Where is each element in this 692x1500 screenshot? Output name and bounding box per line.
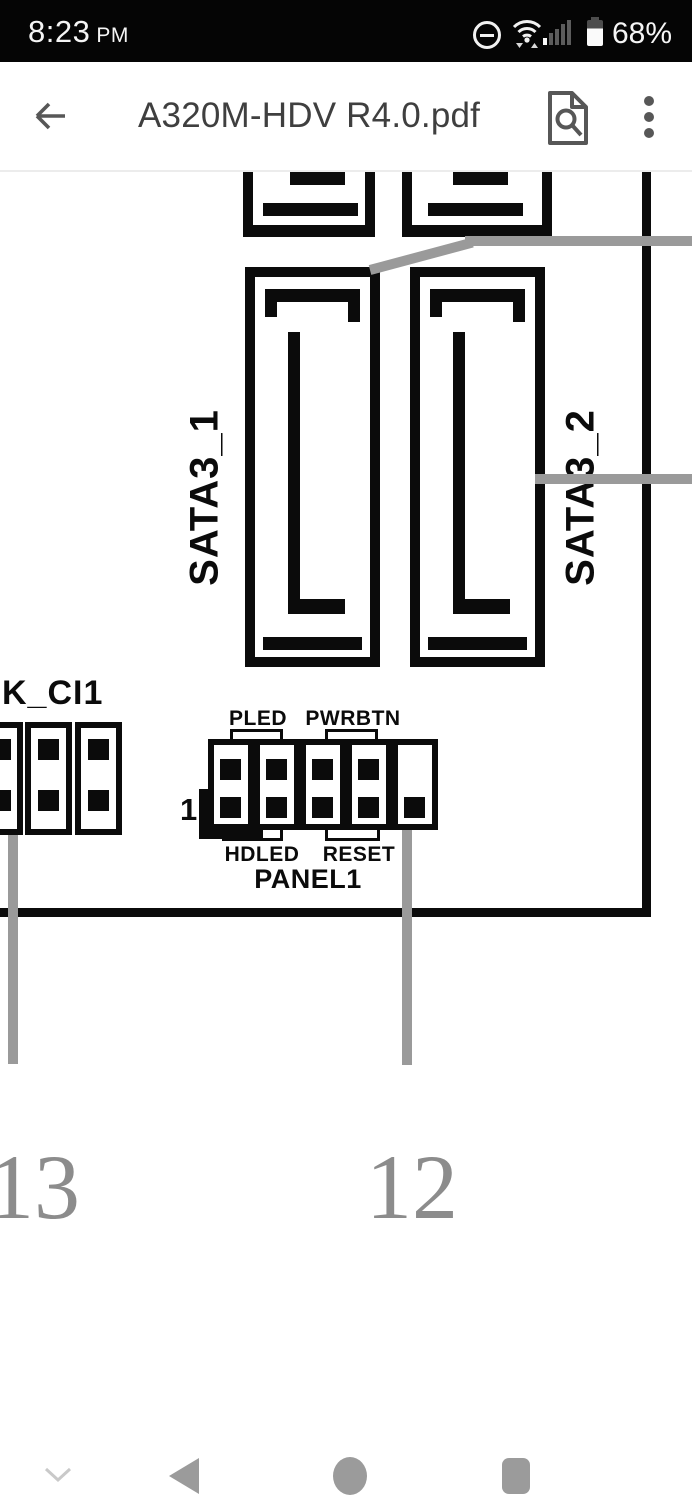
- pin-group-bracket: [325, 729, 378, 740]
- pin: [220, 797, 241, 818]
- connector-edge: [243, 172, 253, 237]
- wifi-icon: [512, 20, 542, 48]
- battery-nub: [591, 17, 599, 20]
- pin: [266, 759, 287, 780]
- page-border-bottom: [0, 908, 651, 917]
- connector-edge: [365, 172, 375, 237]
- page-border-right: [642, 172, 651, 917]
- pin: [312, 797, 333, 818]
- connector-inner-bar: [265, 289, 360, 302]
- connector-inner-bar: [428, 203, 523, 216]
- pin: [0, 790, 11, 811]
- nav-home-icon[interactable]: [333, 1457, 367, 1495]
- nav-recents-icon[interactable]: [502, 1458, 530, 1494]
- find-in-document-icon[interactable]: [543, 90, 593, 146]
- pin: [0, 739, 11, 760]
- app-bar: A320M-HDV R4.0.pdf: [0, 62, 692, 172]
- do-not-disturb-bar: [480, 33, 494, 37]
- pin: [88, 790, 109, 811]
- pin: [358, 797, 379, 818]
- panel1-label: PANEL1: [254, 864, 362, 894]
- battery-percent: 68%: [612, 17, 673, 50]
- pdf-page[interactable]: SATA3_1 SATA3_2 K_CI1 PLED PWRBTN: [0, 172, 692, 1412]
- header-cell: [392, 739, 438, 830]
- pin: [220, 759, 241, 780]
- connector-inner-bar: [265, 289, 277, 317]
- connector-inner-bar: [263, 203, 358, 216]
- connector-edge: [243, 225, 375, 237]
- overflow-menu-icon[interactable]: [637, 89, 661, 145]
- connector-inner-bar: [348, 289, 360, 322]
- signal-strength-icon: [543, 20, 571, 45]
- connector-key-foot: [288, 599, 345, 614]
- connector-inner-bar: [290, 172, 345, 185]
- connector-key-bar: [288, 332, 300, 614]
- do-not-disturb-icon: [473, 21, 501, 49]
- callout-number-13: 13: [0, 1136, 80, 1238]
- pin: [38, 739, 59, 760]
- document-title: A320M-HDV R4.0.pdf: [138, 96, 481, 135]
- battery-icon: [587, 17, 603, 46]
- connector-key-foot: [453, 599, 510, 614]
- pin-group-bracket: [230, 729, 283, 740]
- callout-line-vertical: [402, 830, 412, 1065]
- callout-line-horizontal: [465, 236, 692, 246]
- pwrbtn-label: PWRBTN: [305, 707, 401, 730]
- callout-line-vertical: [8, 835, 18, 1064]
- connector-key-bar: [453, 332, 465, 614]
- connector-edge: [542, 172, 552, 237]
- header-cell: [346, 739, 392, 830]
- pin: [88, 739, 109, 760]
- header-cell: [75, 722, 122, 835]
- clock-time: 8:23: [28, 14, 91, 49]
- connector-inner-bar: [453, 172, 508, 185]
- pin1-notch: [199, 789, 209, 837]
- connector-inner-bar: [430, 289, 442, 317]
- header-cell: [0, 722, 23, 835]
- pin: [404, 797, 425, 818]
- header-cell: [208, 739, 254, 830]
- connector-inner-bar: [263, 637, 362, 650]
- hdled-label: HDLED: [224, 843, 300, 866]
- connector-inner-bar: [428, 637, 527, 650]
- callout-line-horizontal: [535, 474, 692, 484]
- sata3-1-label: SATA3_1: [182, 409, 227, 586]
- pin1-notch: [199, 826, 263, 839]
- pin: [38, 790, 59, 811]
- clock-period: PM: [96, 24, 129, 47]
- header-cell: [25, 722, 72, 835]
- back-arrow-icon[interactable]: [28, 94, 72, 138]
- callout-number-12: 12: [366, 1136, 458, 1238]
- collapse-chevron-icon[interactable]: [42, 1464, 74, 1486]
- sata3-1-connector: [245, 267, 380, 667]
- reset-label: RESET: [322, 843, 396, 866]
- connector-edge: [402, 172, 412, 237]
- pin1-number: 1: [180, 792, 198, 827]
- pin: [358, 759, 379, 780]
- pin: [312, 759, 333, 780]
- sata3-2-label: SATA3_2: [558, 409, 603, 586]
- connector-inner-bar: [513, 289, 525, 322]
- sata3-2-connector: [410, 267, 545, 667]
- header-cell: [300, 739, 346, 830]
- nav-back-icon[interactable]: [167, 1458, 201, 1494]
- spk-ci1-label: K_CI1: [2, 674, 104, 712]
- header-cell: [254, 739, 300, 830]
- connector-inner-bar: [430, 289, 525, 302]
- connector-edge: [402, 225, 552, 237]
- pled-label: PLED: [228, 707, 287, 730]
- pin: [266, 797, 287, 818]
- pin-group-bracket: [325, 830, 380, 841]
